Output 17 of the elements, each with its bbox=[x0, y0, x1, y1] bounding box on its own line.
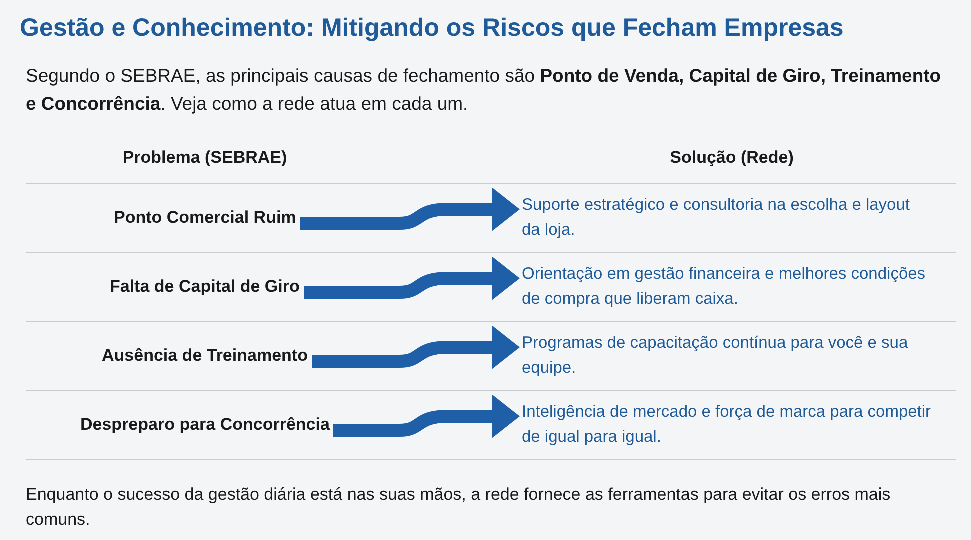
title: Gestão e Conhecimento: Mitigando os Riscos que Fecham Empresas bbox=[20, 14, 844, 43]
curved-arrow bbox=[312, 326, 520, 370]
intro-paragraph: Segundo o SEBRAE, as principais causas de fechamento são Ponto de Venda, Capital de Giro, Treinamento e Concorrência. Veja como a rede atua em cada um. bbox=[26, 64, 942, 116]
problem-text: Falta de Capital de Giro bbox=[110, 276, 300, 296]
curved-arrow bbox=[334, 394, 520, 438]
solution-text: Suporte estratégico e consultoria na escolha e layout da loja. bbox=[522, 183, 932, 252]
caption: Enquanto o sucesso da gestão diária está nas suas mãos, a rede fornece as ferramentas para evitar os erros mais comuns. bbox=[26, 484, 892, 531]
curved-arrow bbox=[304, 256, 520, 300]
problem-text: Ausência de Treinamento bbox=[102, 346, 308, 366]
curved-arrow bbox=[300, 188, 520, 232]
solution-text: Inteligência de mercado e força de marca para competir de igual para igual. bbox=[522, 390, 932, 459]
column-header: Problema (SEBRAE) bbox=[122, 148, 288, 168]
solution-text: Programas de capacitação contínua para você e sua equipe. bbox=[522, 321, 932, 390]
problem-text: Ponto Comercial Ruim bbox=[114, 208, 296, 228]
column-header: Solução (Rede) bbox=[669, 148, 795, 168]
solution-text: Orientação em gestão financeira e melhores condições de compra que liberam caixa. bbox=[522, 252, 932, 321]
problem-text: Despreparo para Concorrência bbox=[80, 414, 330, 434]
